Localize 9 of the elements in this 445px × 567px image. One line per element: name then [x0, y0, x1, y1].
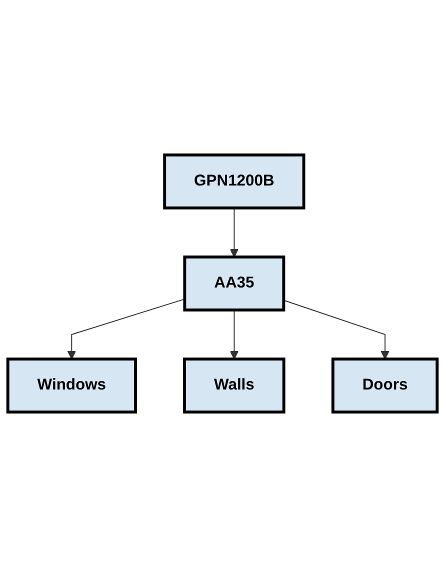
arrow [230, 207, 239, 258]
node-box: Windows [6, 358, 137, 414]
arrow [67, 298, 186, 360]
arrow [283, 300, 390, 360]
node-box: Doors [331, 358, 439, 414]
node-box: AA35 [183, 256, 286, 312]
arrow [230, 310, 239, 360]
node-box: Walls [183, 358, 286, 414]
node-box: GPN1200B [163, 153, 306, 210]
